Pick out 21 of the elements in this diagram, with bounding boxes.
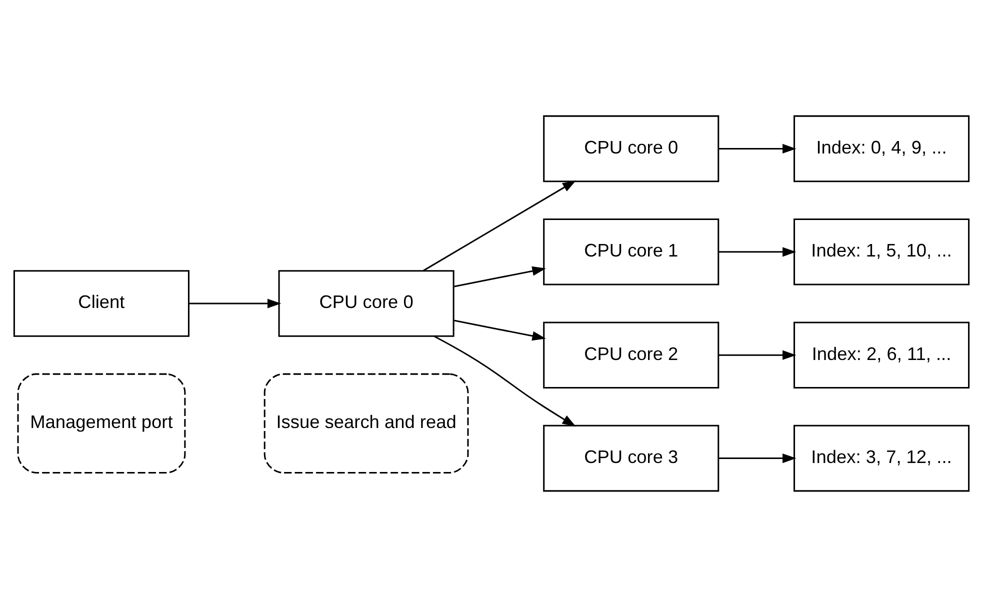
node-box: Index: 3, 7, 12, ... [794,424,970,492]
arrow [718,144,796,154]
arrow [189,298,282,308]
arrow [454,320,546,341]
node-box: Index: 0, 4, 9, ... [794,115,970,182]
node-box: CPU core 1 [543,218,720,286]
node-box: Management port [17,373,186,474]
node-box: CPU core 2 [543,322,720,388]
node-box: CPU core 0 [278,270,454,337]
node-box: Index: 2, 6, 11, ... [794,322,970,388]
arrow [454,266,546,288]
node-box: Index: 1, 5, 10, ... [794,218,970,286]
arrow [422,180,576,272]
node-box: CPU core 0 [543,115,720,182]
arrow [718,454,796,464]
node-box: Client [13,270,190,337]
arrow [434,336,576,427]
node-box: CPU core 3 [543,424,720,492]
arrow [718,350,796,360]
node-box: Issue search and read [264,373,469,474]
arrow [718,247,796,257]
